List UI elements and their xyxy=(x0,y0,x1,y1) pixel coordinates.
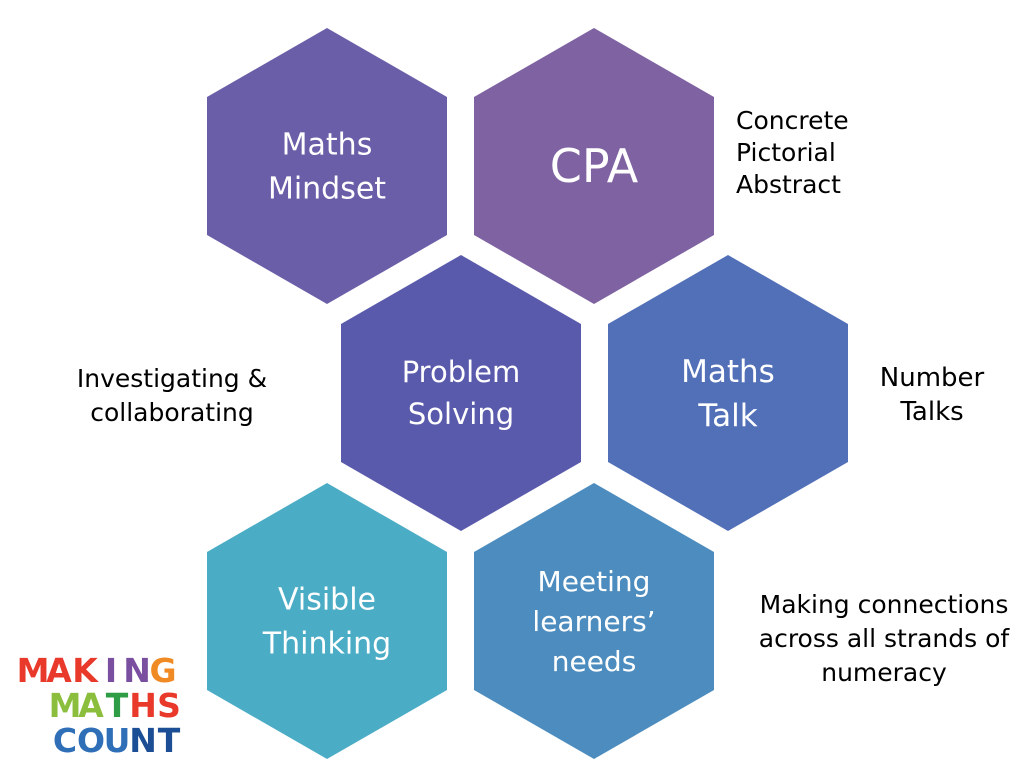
maths-talk-note-line-1: Number xyxy=(880,363,985,393)
logo-letter: T xyxy=(158,721,181,760)
hexagon-problem-solving-label-line-2: Solving xyxy=(408,397,514,431)
hexagon-visible-thinking-shape xyxy=(207,483,447,759)
logo-letter: U xyxy=(104,721,131,760)
hexagon-maths-talk-label-line-2: Talk xyxy=(697,398,757,434)
problem-solving-note: Investigating & collaborating xyxy=(77,364,267,427)
logo-letter: T xyxy=(106,686,129,725)
hexagon-visible-thinking-label-line-1: Visible xyxy=(278,583,376,618)
hexagon-maths-talk-shape xyxy=(608,255,848,531)
hexagon-cpa-shape xyxy=(474,28,714,304)
logo-letter: C xyxy=(53,721,77,760)
logo-letter: A xyxy=(46,651,72,690)
logo-letter: G xyxy=(149,651,176,690)
hexagon-problem-solving-label-line-1: Problem xyxy=(402,355,521,389)
logo-letter: M xyxy=(17,651,50,690)
meeting-needs-note: Making connections across all strands of n… xyxy=(759,590,1011,687)
hexagon-problem-solving-shape xyxy=(341,255,581,531)
meeting-needs-note-line-1: Making connections xyxy=(760,590,1009,619)
logo-letter: A xyxy=(78,686,104,725)
logo-letter: S xyxy=(157,686,181,725)
logo-letter: I xyxy=(105,651,117,690)
meeting-needs-note-line-3: numeracy xyxy=(821,658,947,687)
hexagon-meeting-learners-needs: Meeting learners’ needs xyxy=(474,483,714,759)
hexagon-maths-mindset-label-line-2: Mindset xyxy=(268,172,386,207)
logo-letter: K xyxy=(72,651,99,690)
logo-letter: M xyxy=(49,686,82,725)
problem-solving-note-line-2: collaborating xyxy=(90,398,253,427)
hexagon-meeting-learners-needs-label-line-1: Meeting xyxy=(538,565,651,598)
hexagon-maths-mindset-label-line-1: Maths xyxy=(282,128,373,163)
maths-talk-note-line-2: Talks xyxy=(899,397,963,427)
logo-letter: H xyxy=(129,686,157,725)
hexagon-cpa: CPA xyxy=(474,28,714,304)
meeting-needs-note-line-2: across all strands of xyxy=(759,624,1011,653)
hexagon-meeting-learners-needs-label-line-2: learners’ xyxy=(532,605,655,638)
hexagon-meeting-learners-needs-label-line-3: needs xyxy=(552,645,637,678)
cpa-note-line-3: Abstract xyxy=(736,170,841,199)
logo-letter: N xyxy=(129,721,157,760)
hexagon-meeting-learners-needs-shape xyxy=(474,483,714,759)
cpa-note-line-2: Pictorial xyxy=(736,138,836,167)
cpa-note-line-1: Concrete xyxy=(736,106,849,135)
hexagon-maths-talk-label-line-1: Maths xyxy=(681,354,775,390)
hexagon-visible-thinking-label-line-2: Thinking xyxy=(262,627,391,662)
hexagon-maths-mindset-shape xyxy=(207,28,447,304)
problem-solving-note-line-1: Investigating & xyxy=(77,364,267,393)
logo-letter: N xyxy=(123,651,151,690)
hexagon-cpa-label-line-1: CPA xyxy=(550,139,639,193)
logo-letter: O xyxy=(77,721,105,760)
